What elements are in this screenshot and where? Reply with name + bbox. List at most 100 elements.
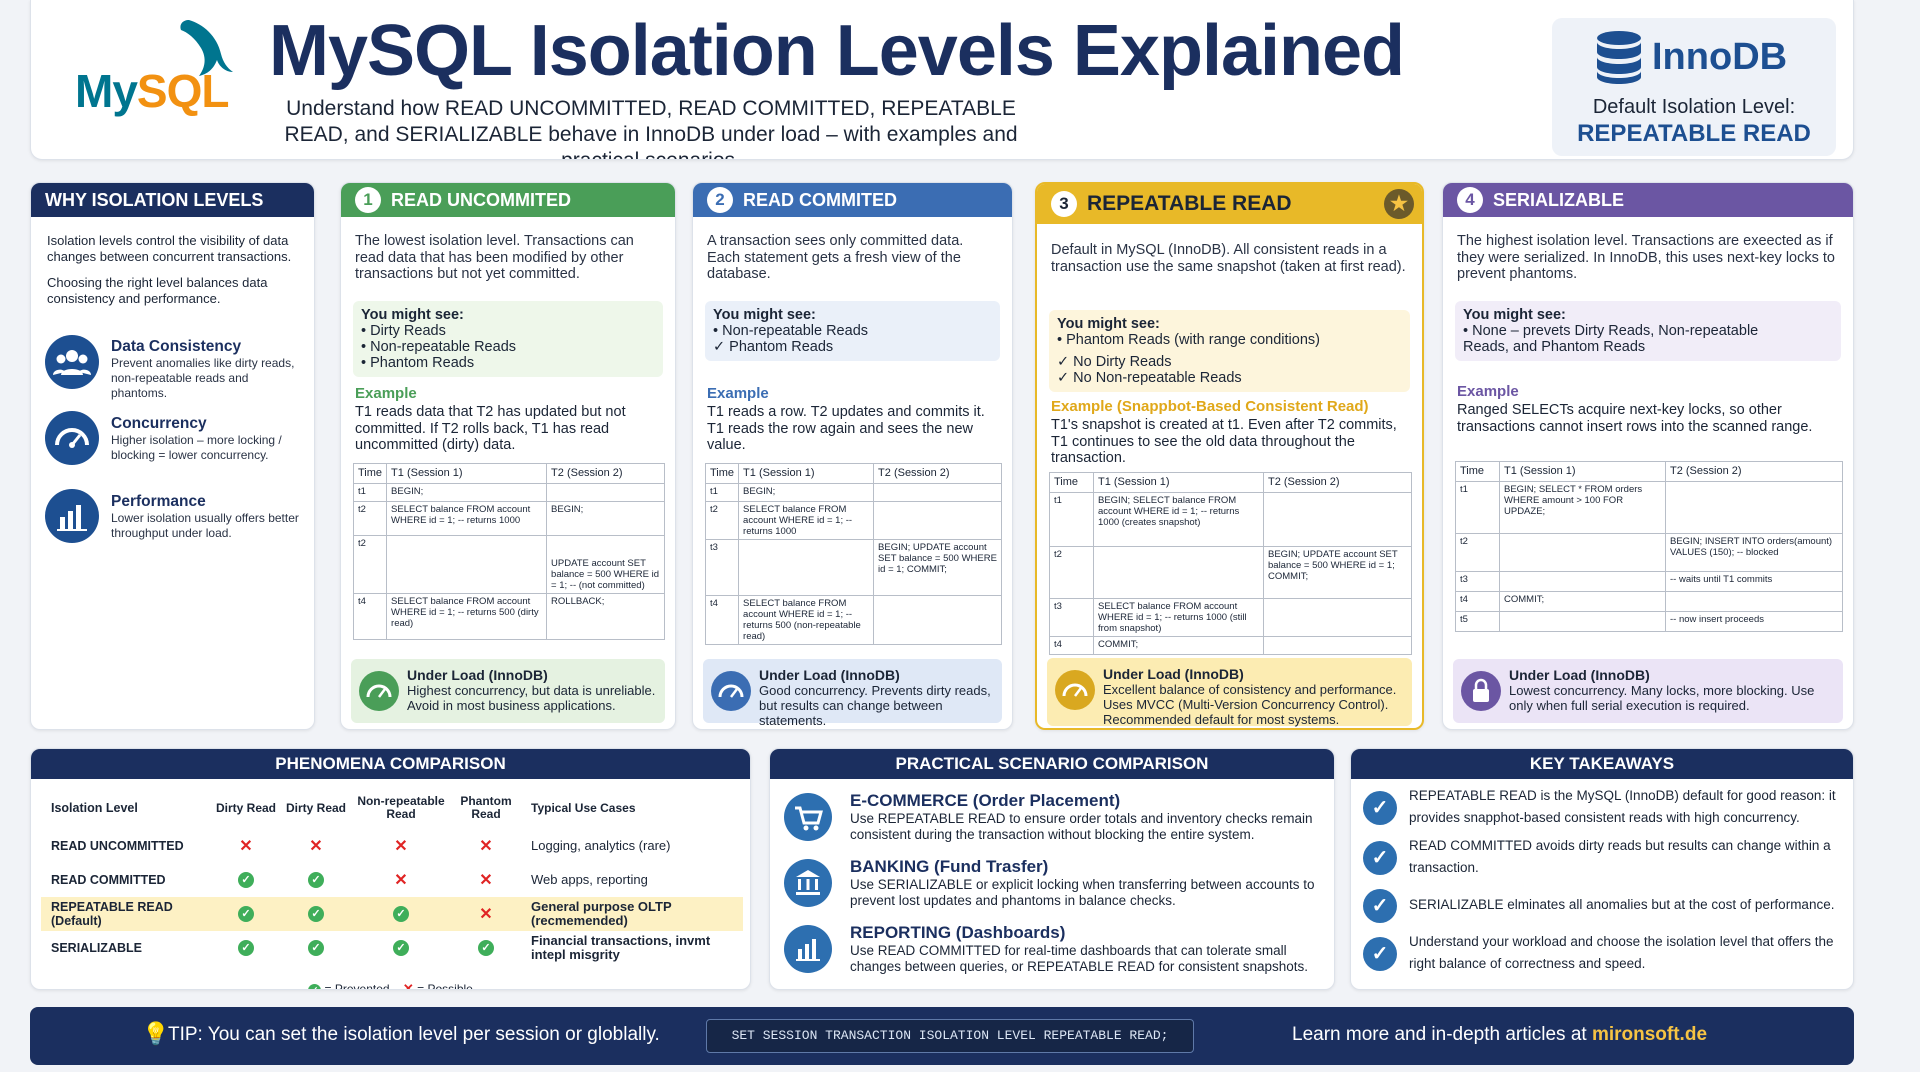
why-item-desc: Prevent anomalies like dirty reads, non-… xyxy=(111,356,295,400)
cross-icon: ✕ xyxy=(479,906,493,923)
report-icon xyxy=(784,925,832,973)
under-load-desc: Lowest concurrency. Many locks, more blo… xyxy=(1509,683,1815,713)
scenario-item-desc: Use SERIALIZABLE or explicit locking whe… xyxy=(850,877,1315,908)
takeaway-item: Understand your workload and choose the … xyxy=(1409,934,1834,971)
header-banner: MySQL MySQL Isolation Levels Explained U… xyxy=(30,0,1854,160)
level-desc: The lowest isolation level. Transactions… xyxy=(355,233,634,282)
why-title: WHY ISOLATION LEVELS MATTER xyxy=(31,183,314,244)
you-might-see-box: You might see: • None – prevets Dirty Re… xyxy=(1455,301,1841,361)
check-icon: ✓ xyxy=(478,940,494,956)
phenomena-title: PHENOMENA COMPARISON xyxy=(31,749,750,779)
under-load-title: Under Load (InnoDB) xyxy=(407,667,548,683)
scenario-item-desc: Use READ COMMITTED for real-time dashboa… xyxy=(850,943,1308,974)
check-icon: ✓ xyxy=(238,872,254,888)
takeaway-item: REPEATABLE READ is the MySQL (InnoDB) de… xyxy=(1409,788,1836,825)
scenario-item-title: E-COMMERCE (Order Placement) xyxy=(850,791,1121,810)
phenomena-legend: ✓ = Prevented ✕ = Possible xyxy=(31,981,750,990)
phenomena-table: Isolation Level Dirty Read Dirty Read No… xyxy=(41,787,743,965)
takeaways-title: KEY TAKEAWAYS xyxy=(1351,749,1853,779)
cross-icon: ✕ xyxy=(309,838,323,855)
check-icon: ✓ xyxy=(308,872,324,888)
check-icon: ✓ xyxy=(238,940,254,956)
check-circle-icon: ✓ xyxy=(1363,791,1397,825)
takeaway-item: READ COMMITTED avoids dirty reads but re… xyxy=(1409,838,1831,875)
innodb-name: InnoDB xyxy=(1652,36,1788,78)
gauge-icon xyxy=(711,671,751,711)
mysql-dolphin-logo xyxy=(180,20,233,76)
scenario-item-desc: Use REPEATABLE READ to ensure order tota… xyxy=(850,811,1313,842)
you-might-see-box: You might see: • Non-repeatable Reads✓ P… xyxy=(705,301,1000,361)
level-number: 4 xyxy=(1457,187,1483,213)
page-subtitle: Understand how READ UNCOMMITTED, READ CO… xyxy=(284,97,1018,159)
check-icon: ✓ xyxy=(393,906,409,922)
gauge-icon xyxy=(1055,670,1095,710)
phenomena-row: READ COMMITTED ✓✓✕✕ Web apps, reporting xyxy=(51,872,648,889)
gauge-icon xyxy=(45,411,99,465)
check-icon: ✓ xyxy=(308,984,322,989)
scenario-title: PRACTICAL SCENARIO COMPARISON xyxy=(770,749,1334,779)
example-title: Example (Snappbot-Based Consistent Read) xyxy=(1051,398,1369,415)
under-load-box: Under Load (InnoDB) Lowest concurrency. … xyxy=(1453,659,1843,723)
scenario-comparison-panel: PRACTICAL SCENARIO COMPARISON E-COMMERCE… xyxy=(769,748,1335,990)
innodb-default-box: InnoDB Default Isolation Level: REPEATAB… xyxy=(1552,18,1836,156)
check-circle-icon: ✓ xyxy=(1363,841,1397,875)
under-load-title: Under Load (InnoDB) xyxy=(759,667,900,683)
key-takeaways-panel: KEY TAKEAWAYS ✓ REPEATABLE READ is the M… xyxy=(1350,748,1854,990)
tip-bar: 💡 TIP: You can set the isolation level p… xyxy=(30,1007,1854,1065)
why-item-title: Concurrency xyxy=(111,415,207,432)
check-icon: ✓ xyxy=(238,906,254,922)
phenomena-comparison-panel: PHENOMENA COMPARISON Isolation Level Dir… xyxy=(30,748,751,990)
level-desc: Default in MySQL (InnoDB). All consisten… xyxy=(1051,242,1406,275)
mironsoft-link[interactable]: mironsoft.de xyxy=(1591,1024,1708,1045)
why-isolation-panel: WHY ISOLATION LEVELS MATTER Isolation le… xyxy=(30,182,315,730)
level-number: 2 xyxy=(707,187,733,213)
level-desc: The highest isolation level. Transaction… xyxy=(1457,233,1835,282)
under-load-desc: Good concurrency. Prevents dirty reads, … xyxy=(759,683,991,728)
cross-icon: ✕ xyxy=(239,838,253,855)
page-title: MySQL Isolation Levels Explained xyxy=(269,11,1405,91)
why-item-desc: Higher isolation – more locking / blocki… xyxy=(111,433,282,462)
level-desc: A transaction sees only committed data. … xyxy=(707,233,964,282)
example-title: Example xyxy=(707,385,769,402)
you-might-see-box: You might see: • Dirty Reads• Non-repeat… xyxy=(353,301,663,377)
innodb-default-label: Default Isolation Level: xyxy=(1592,96,1796,118)
you-might-see-box: You might see: • Phantom Reads (with ran… xyxy=(1049,310,1410,392)
under-load-desc: Highest concurrency, but data is unrelia… xyxy=(407,683,656,713)
why-intro: Isolation levels control the visibility … xyxy=(47,233,292,264)
cross-icon: ✕ xyxy=(394,872,408,889)
mysql-logo-text: MySQL xyxy=(75,65,229,117)
tip-text: TIP: You can set the isolation level per… xyxy=(168,1024,660,1045)
why-item-desc: Lower isolation usually offers better th… xyxy=(111,511,299,540)
bank-icon xyxy=(784,859,832,907)
phenomena-row: SERIALIZABLE ✓✓✓✓ Financial transactions… xyxy=(51,933,711,962)
why-item-title: Performance xyxy=(111,493,206,510)
level-number: 1 xyxy=(355,187,381,213)
under-load-box: Under Load (InnoDB) Highest concurrency,… xyxy=(351,659,665,723)
example-title: Example xyxy=(1457,383,1519,400)
cart-icon xyxy=(784,793,832,841)
database-icon xyxy=(1597,31,1641,84)
check-icon: ✓ xyxy=(308,940,324,956)
takeaway-item: SERIALIZABLE elminates all anomalies but… xyxy=(1409,897,1835,912)
example-text: T1 reads a row. T2 updates and commits i… xyxy=(707,404,985,453)
under-load-box: Under Load (InnoDB) Good concurrency. Pr… xyxy=(703,659,1002,728)
example-text: Ranged SELECTs acquire next-key locks, s… xyxy=(1457,402,1813,435)
lightbulb-icon: 💡 xyxy=(142,1021,170,1046)
cross-icon: ✕ xyxy=(402,981,414,990)
why-item-title: Data Consistency xyxy=(111,338,242,355)
check-circle-icon: ✓ xyxy=(1363,889,1397,923)
under-load-title: Under Load (InnoDB) xyxy=(1509,667,1650,683)
cross-icon: ✕ xyxy=(479,838,493,855)
phenomena-row: REPEATABLE READ (Default) ✓✓✓✕ General p… xyxy=(41,897,743,931)
level-number: 3 xyxy=(1051,191,1077,217)
